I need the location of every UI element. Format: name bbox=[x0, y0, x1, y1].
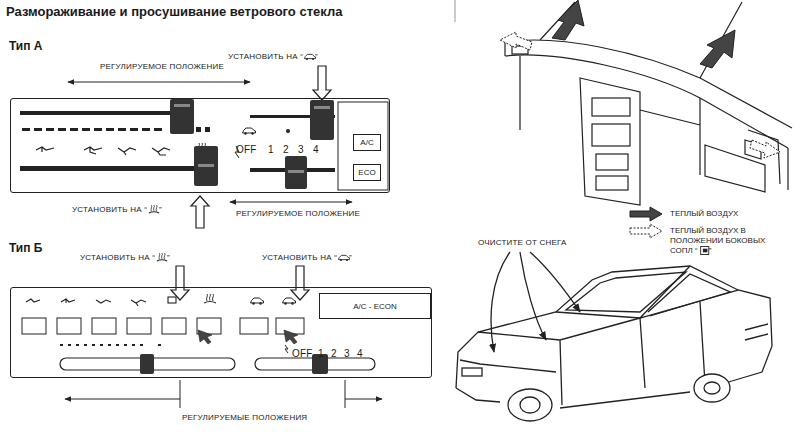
fan-speed: 4 bbox=[313, 144, 319, 155]
set-note: УСТАНОВИТЬ НА “ ” bbox=[72, 205, 162, 215]
legend-text: ТЕПЛЫЙ ВОЗДУХ bbox=[670, 209, 768, 219]
fan-speed: 2 bbox=[331, 348, 337, 359]
divider-line bbox=[455, 0, 456, 22]
fan-speed: 3 bbox=[298, 144, 304, 155]
panel-a-drawing bbox=[20, 66, 388, 228]
adjust-note: РЕГУЛИРУЕМОЕ ПОЛОЖЕНИЕ bbox=[236, 209, 360, 219]
fan-speed: 1 bbox=[268, 144, 274, 155]
button-label: ECO bbox=[358, 168, 375, 177]
fan-speed: 2 bbox=[283, 144, 289, 155]
button-label: A/C - ECON bbox=[353, 302, 397, 311]
car-illustration bbox=[456, 266, 772, 421]
instruction-note: ОЧИСТИТЕ ОТ СНЕГА bbox=[478, 238, 566, 248]
panel-heading: Тип А bbox=[9, 39, 43, 53]
fan-speed: 1 bbox=[318, 348, 324, 359]
dashboard-illustration bbox=[505, 2, 792, 205]
legend-sample-solid-arrow bbox=[630, 207, 662, 221]
set-note: УСТАНОВИТЬ НА “ ” bbox=[228, 52, 318, 62]
adjust-note: РЕГУЛИРУЕМЫЕ ПОЛОЖЕНИЯ bbox=[182, 413, 307, 423]
adjust-note: РЕГУЛИРУЕМОЕ ПОЛОЖЕНИЕ bbox=[100, 62, 224, 72]
warm-air-arrow bbox=[552, 0, 584, 40]
button-box: A/C - ECON bbox=[319, 293, 431, 319]
control-panel: Тип АA/CECO bbox=[10, 98, 390, 193]
warm-air-arrow bbox=[700, 30, 735, 68]
button: A/C bbox=[353, 134, 381, 151]
control-panel: Тип БA/C - ECON bbox=[10, 287, 432, 378]
legend-sample-dashed-arrow bbox=[630, 224, 662, 238]
button-label: A/C bbox=[360, 138, 373, 147]
leader-arrows bbox=[491, 252, 580, 352]
fan-speed: 4 bbox=[357, 348, 363, 359]
side-air-arrow bbox=[500, 32, 532, 50]
set-note: УСТАНОВИТЬ НА “ ” bbox=[262, 253, 352, 263]
fan-speed: OFF bbox=[292, 348, 313, 359]
set-note: УСТАНОВИТЬ НА “ ” bbox=[80, 253, 170, 263]
panel-heading: Тип Б bbox=[9, 241, 42, 255]
side-air-arrow bbox=[750, 140, 780, 158]
fan-speed: OFF bbox=[236, 144, 257, 155]
fan-speed: 3 bbox=[344, 348, 350, 359]
button: ECO bbox=[353, 164, 381, 181]
legend-text: ТЕПЛЫЙ ВОЗДУХ В ПОЛОЖЕНИИ БОКОВЫХ СОПЛ “… bbox=[670, 226, 768, 256]
diagram-title: Размораживание и просушивание ветрового … bbox=[6, 4, 342, 19]
